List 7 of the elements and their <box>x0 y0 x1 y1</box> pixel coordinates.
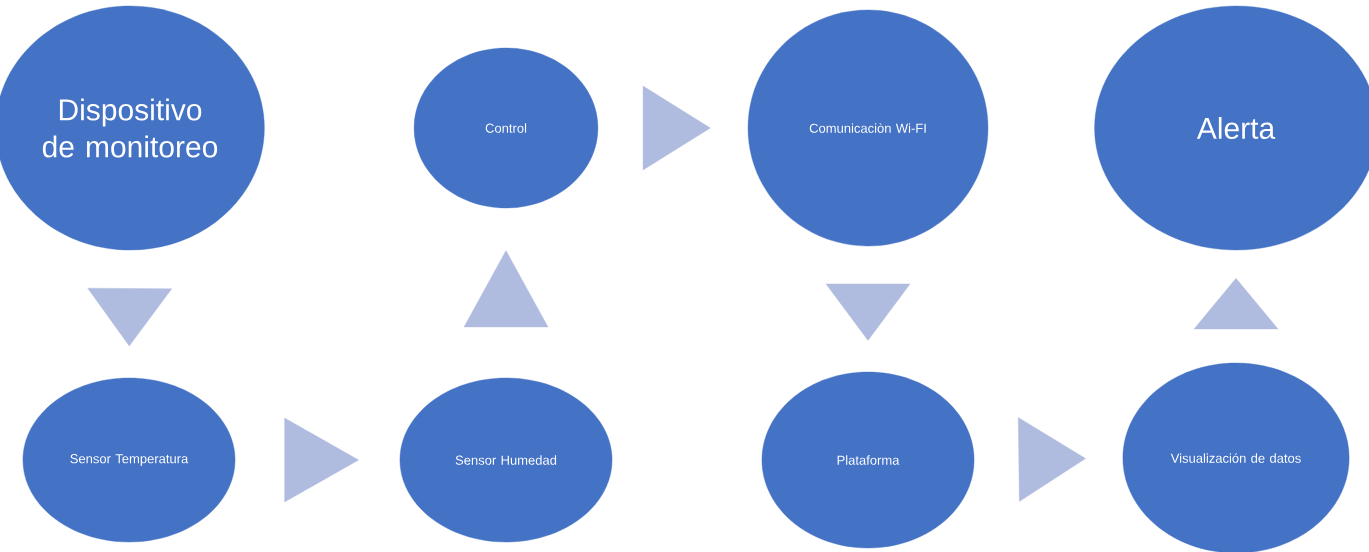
arrow <box>1018 417 1086 502</box>
arrow <box>87 287 172 347</box>
arrow <box>284 417 359 503</box>
arrow <box>1193 278 1279 330</box>
arrow <box>463 250 549 328</box>
arrow <box>642 85 711 171</box>
arrow <box>825 283 911 341</box>
